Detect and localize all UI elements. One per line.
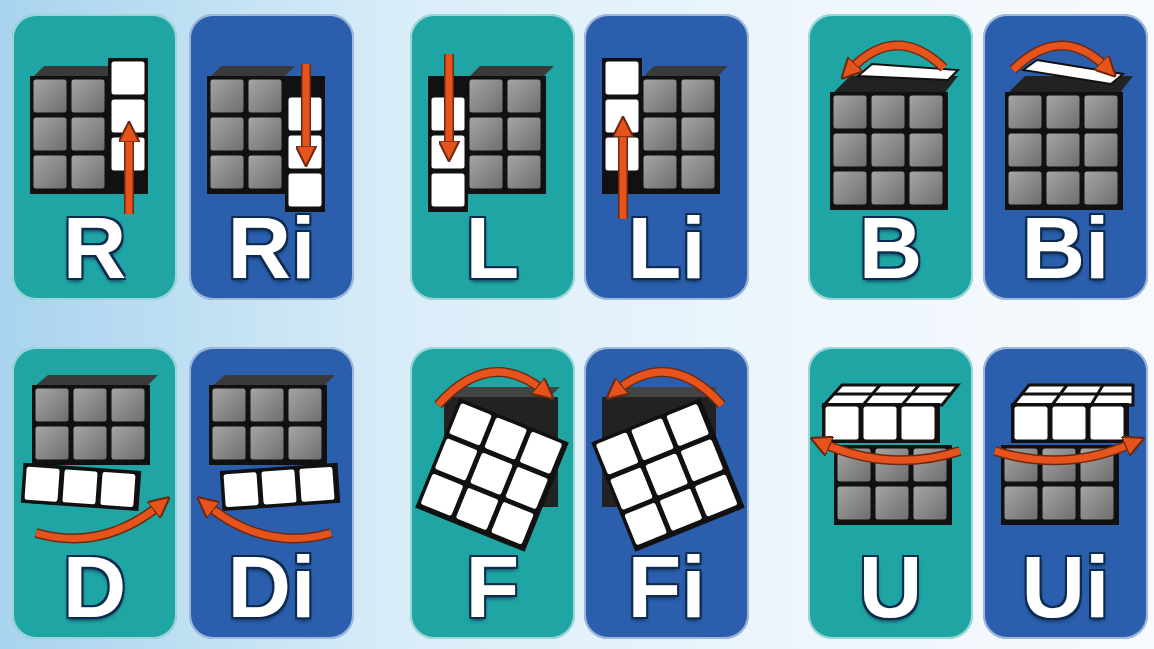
move-tile: R [12,14,177,300]
move-tile: Bi [983,14,1148,300]
move-tile: U [808,347,973,639]
move-letter: D [12,541,177,633]
move-letter: Di [189,541,354,633]
move-letter: U [808,541,973,633]
move-tile: Fi [584,347,749,639]
move-letter: Bi [983,202,1148,294]
move-letter: F [410,541,575,633]
move-letter: B [808,202,973,294]
move-tile: D [12,347,177,639]
move-letter: Ui [983,541,1148,633]
move-letter: Fi [584,541,749,633]
move-tile: F [410,347,575,639]
move-letter: L [410,202,575,294]
move-letter: Li [584,202,749,294]
move-letter: R [12,202,177,294]
move-letter: Ri [189,202,354,294]
move-tile: Ri [189,14,354,300]
move-tile: Ui [983,347,1148,639]
move-tile: L [410,14,575,300]
move-tile: Li [584,14,749,300]
move-tile: Di [189,347,354,639]
move-tile: B [808,14,973,300]
